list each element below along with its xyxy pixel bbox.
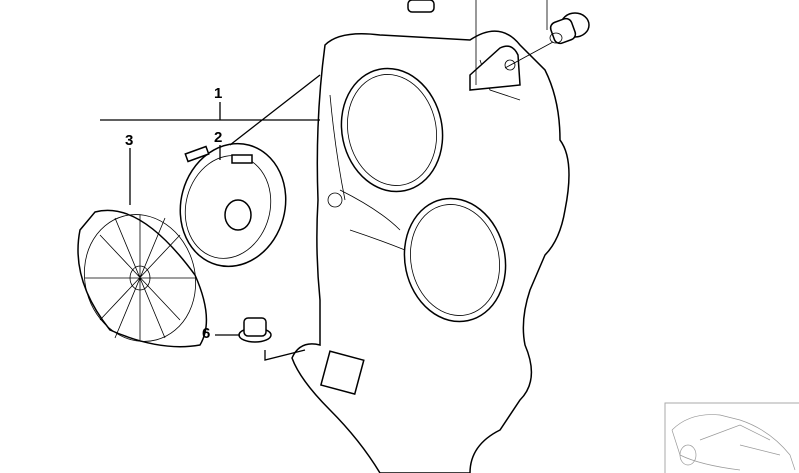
bushing-top-right bbox=[549, 12, 590, 45]
vehicle-thumbnail bbox=[664, 402, 799, 473]
callout-6: 6 bbox=[202, 325, 210, 342]
speaker bbox=[179, 142, 287, 268]
speaker-enclosure bbox=[291, 30, 570, 473]
nut-top-left bbox=[407, 0, 435, 13]
callout-2: 2 bbox=[214, 129, 222, 146]
callout-1: 1 bbox=[214, 85, 222, 102]
callout-3: 3 bbox=[125, 132, 133, 149]
nut-6 bbox=[238, 317, 272, 343]
speaker-grille bbox=[77, 209, 208, 348]
